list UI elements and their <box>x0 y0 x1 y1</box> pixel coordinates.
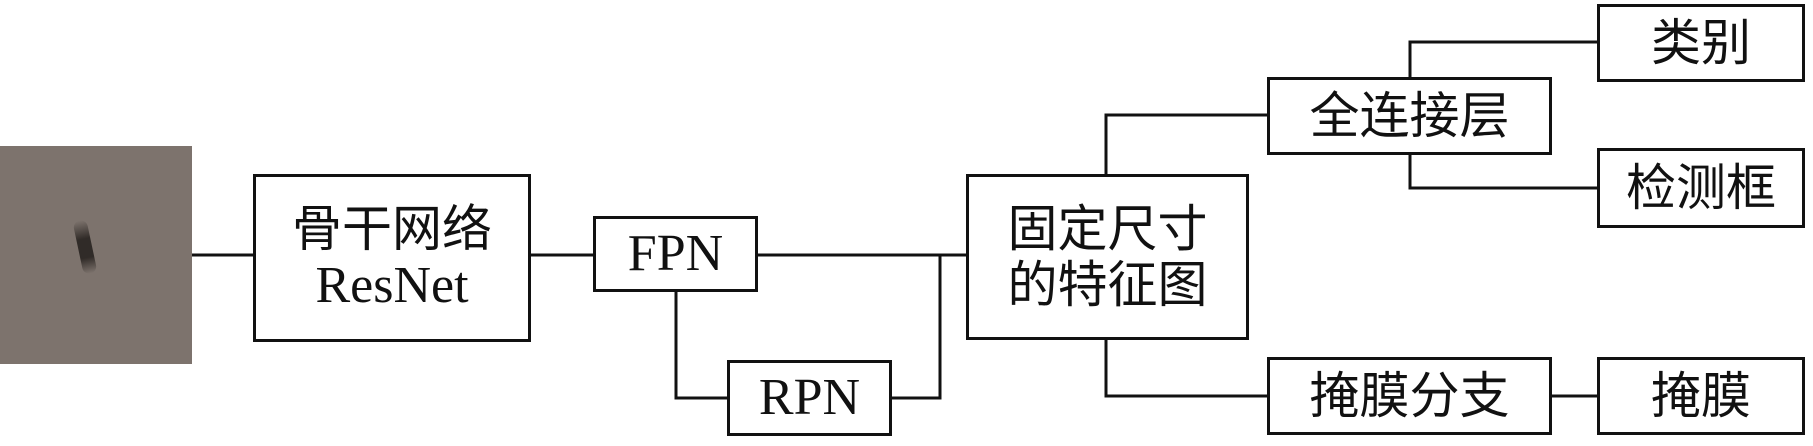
fpn-box: FPN <box>593 216 758 292</box>
rpn-label: RPN <box>758 368 861 426</box>
feature-map-line1: 固定尺寸 <box>1007 200 1208 258</box>
category-box: 类别 <box>1597 4 1805 82</box>
backbone-label: 骨干网络 <box>292 199 492 258</box>
backbone-box: 骨干网络 ResNet <box>253 174 531 342</box>
mask-branch-box: 掩膜分支 <box>1267 357 1552 435</box>
bbox-label: 检测框 <box>1626 159 1776 217</box>
connector-fc-category <box>1408 40 1597 77</box>
input-image <box>0 146 192 364</box>
fc-layer-label: 全连接层 <box>1309 87 1510 145</box>
mask-branch-label: 掩膜分支 <box>1309 367 1510 425</box>
fpn-label: FPN <box>627 224 724 282</box>
rpn-box: RPN <box>727 360 892 436</box>
object-streak <box>72 219 98 275</box>
category-label: 类别 <box>1651 14 1751 72</box>
connector-fc-bbox <box>1408 155 1597 190</box>
feature-map-box: 固定尺寸 的特征图 <box>966 174 1249 340</box>
mask-box: 掩膜 <box>1597 357 1805 435</box>
connector-rpn-merge <box>892 255 942 400</box>
feature-map-line2: 的特征图 <box>1007 256 1208 314</box>
connector-featuremap-fc <box>1104 113 1267 176</box>
bbox-box: 检测框 <box>1597 148 1805 228</box>
connector-featuremap-mask <box>1104 336 1267 398</box>
mask-label: 掩膜 <box>1651 367 1751 425</box>
backbone-model-label: ResNet <box>315 256 469 314</box>
connector-fpn-rpn <box>674 290 727 400</box>
fc-layer-box: 全连接层 <box>1267 77 1552 155</box>
